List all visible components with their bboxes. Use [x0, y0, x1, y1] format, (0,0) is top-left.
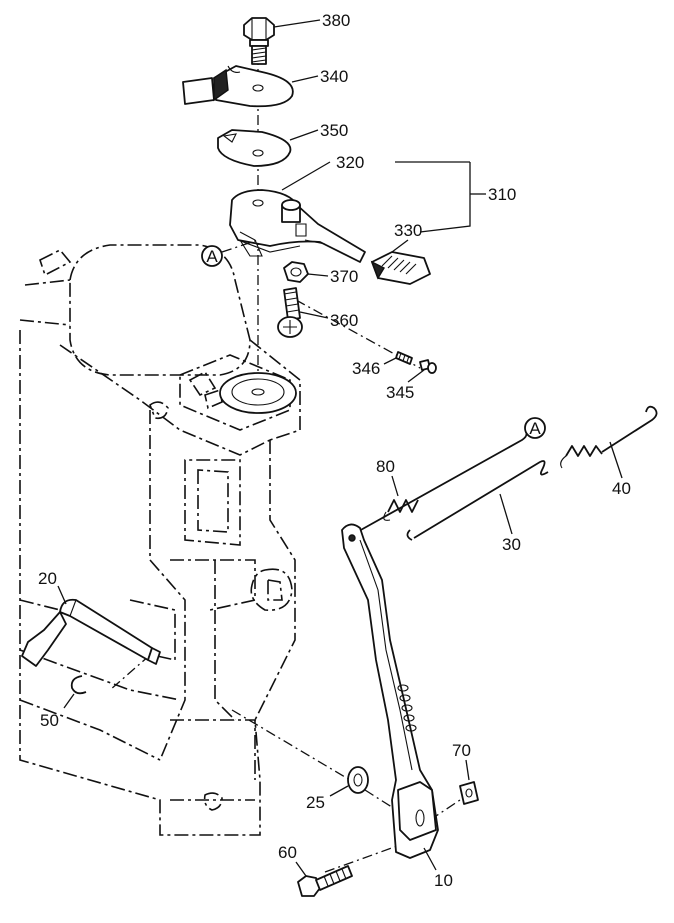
part-346-spring [383, 351, 413, 365]
callout-320: 320 [336, 153, 364, 172]
part-80-spring [383, 475, 419, 521]
callout-370: 370 [330, 267, 358, 286]
callout-340: 340 [320, 67, 348, 86]
callout-330: 330 [394, 221, 422, 240]
part-340-plate [182, 65, 319, 108]
callout-10: 10 [434, 871, 453, 890]
callout-20: 20 [38, 569, 57, 588]
part-320-control-lever [229, 161, 470, 263]
part-380-bolt [243, 17, 321, 65]
part-330-grip [370, 239, 431, 285]
part-50-clip [63, 675, 87, 709]
callout-310-bracket [419, 162, 486, 233]
callout-25: 25 [306, 793, 325, 812]
callout-310: 310 [488, 185, 516, 204]
callout-346: 346 [352, 359, 380, 378]
part-10-lever-arm [341, 523, 439, 871]
part-30-rod [349, 431, 549, 541]
reference-a-upper-label: A [206, 247, 218, 266]
callout-350: 350 [320, 121, 348, 140]
part-370-nut [283, 261, 329, 283]
reference-a-lower-label: A [529, 419, 541, 438]
callout-30: 30 [502, 535, 521, 554]
part-70-nut [459, 759, 479, 805]
part-360-screw [277, 287, 329, 338]
part-345-screw [407, 359, 437, 383]
reference-mark-a-lower: A [524, 417, 546, 439]
part-20-shaft [21, 585, 161, 667]
callout-60: 60 [278, 843, 297, 862]
callout-80: 80 [376, 457, 395, 476]
callout-40: 40 [612, 479, 631, 498]
reference-mark-a-upper: A [201, 239, 259, 267]
part-40-spring [560, 405, 658, 479]
part-25-washer [329, 766, 369, 797]
callout-70: 70 [452, 741, 471, 760]
engine-block-outline [19, 244, 301, 836]
part-60-bolt [295, 861, 353, 897]
callout-50: 50 [40, 711, 59, 730]
callout-360: 360 [330, 311, 358, 330]
callout-380: 380 [322, 11, 350, 30]
part-350-plate [217, 129, 319, 167]
callout-345: 345 [386, 383, 414, 402]
